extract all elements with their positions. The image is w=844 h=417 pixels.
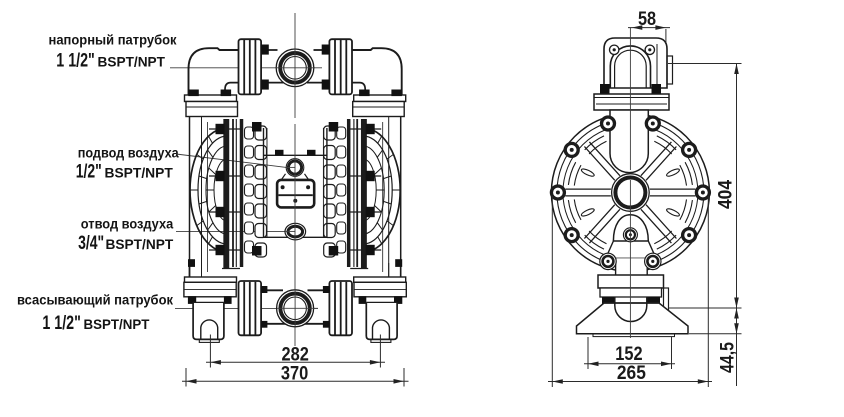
svg-text:152: 152 xyxy=(615,344,642,365)
svg-text:265: 265 xyxy=(617,363,646,384)
svg-text:BSPT/NPT: BSPT/NPT xyxy=(98,53,166,69)
svg-text:370: 370 xyxy=(281,364,308,385)
svg-text:3/4": 3/4" xyxy=(78,233,104,254)
svg-text:подвод воздуха: подвод воздуха xyxy=(78,145,179,160)
svg-text:282: 282 xyxy=(282,345,309,366)
svg-text:BSPT/NPT: BSPT/NPT xyxy=(106,236,174,252)
svg-text:всасывающий патрубок: всасывающий патрубок xyxy=(17,293,173,308)
svg-text:44,5: 44,5 xyxy=(718,342,739,373)
svg-text:BSPT/NPT: BSPT/NPT xyxy=(105,164,174,180)
svg-text:отвод воздуха: отвод воздуха xyxy=(81,216,174,231)
svg-text:404: 404 xyxy=(716,180,737,209)
svg-text:58: 58 xyxy=(638,9,656,30)
svg-text:1 1/2": 1 1/2" xyxy=(56,50,95,71)
svg-text:1 1/2": 1 1/2" xyxy=(42,313,81,334)
svg-text:напорный патрубок: напорный патрубок xyxy=(49,33,177,48)
svg-text:BSPT/NPT: BSPT/NPT xyxy=(84,316,150,332)
svg-text:1/2": 1/2" xyxy=(76,161,102,182)
